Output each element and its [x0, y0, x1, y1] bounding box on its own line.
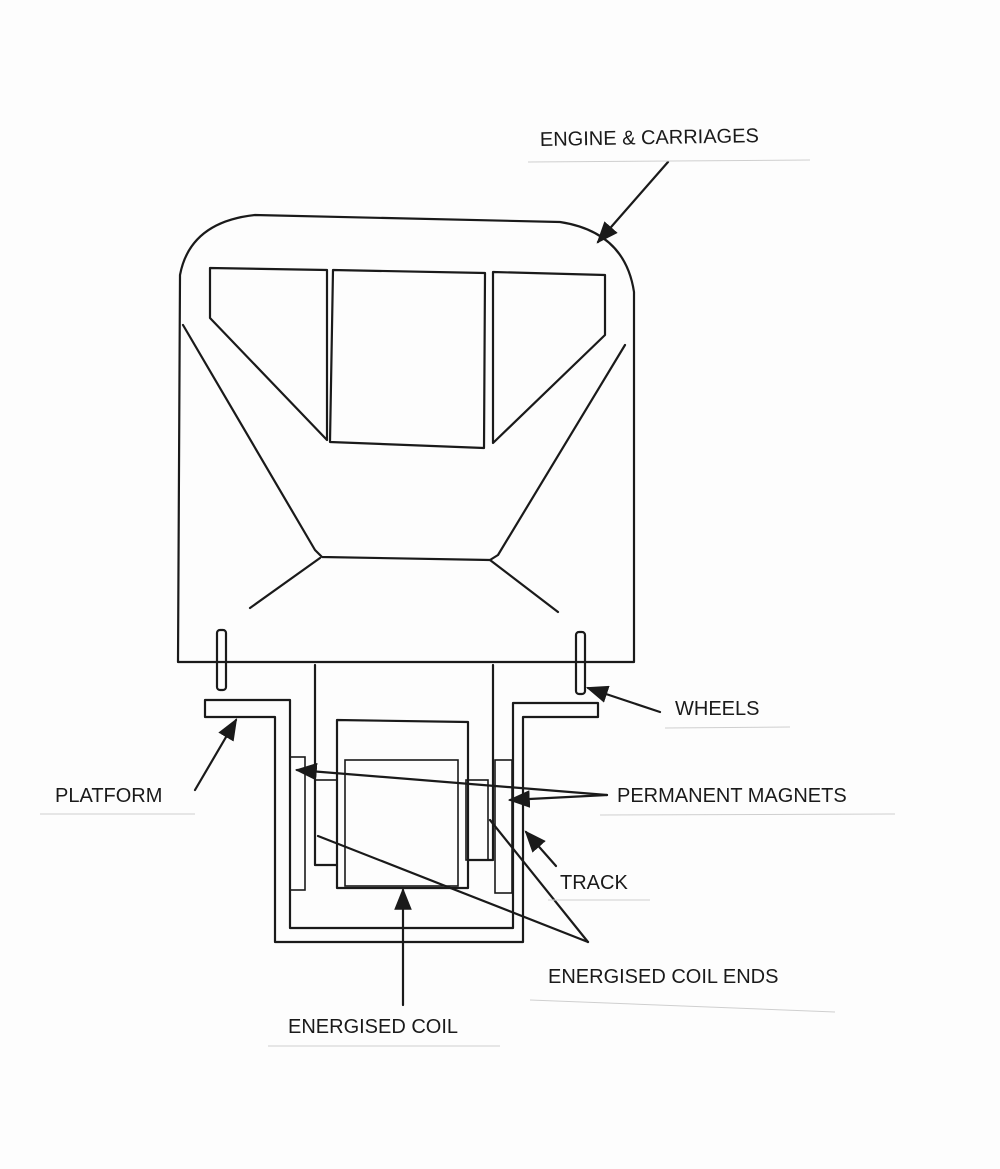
label-energised-coil-ends: ENERGISED COIL ENDS [548, 966, 778, 988]
hanger-right [466, 663, 495, 862]
right-wheel [574, 630, 587, 696]
label-wheels: WHEELS [675, 698, 759, 720]
coil-frame [335, 718, 470, 890]
engine-body [176, 213, 636, 664]
energised-coil [344, 759, 459, 887]
label-platform: PLATFORM [55, 785, 162, 807]
left-window [208, 266, 329, 442]
label-track: TRACK [560, 872, 628, 894]
outer-magnet-left [289, 756, 306, 891]
outer-magnet-right [494, 759, 513, 894]
leader-lines [193, 160, 670, 1007]
right-window [491, 270, 607, 445]
label-engine: ENGINE & CARRIAGES [540, 125, 759, 151]
left-wheel [215, 628, 228, 692]
label-permanent-magnets: PERMANENT MAGNETS [617, 785, 847, 807]
track-platform [203, 698, 600, 944]
label-energised-coil: ENERGISED COIL [288, 1016, 458, 1038]
inner-magnet-left [314, 779, 338, 866]
inner-magnet-right [465, 779, 489, 861]
center-window [328, 268, 487, 450]
